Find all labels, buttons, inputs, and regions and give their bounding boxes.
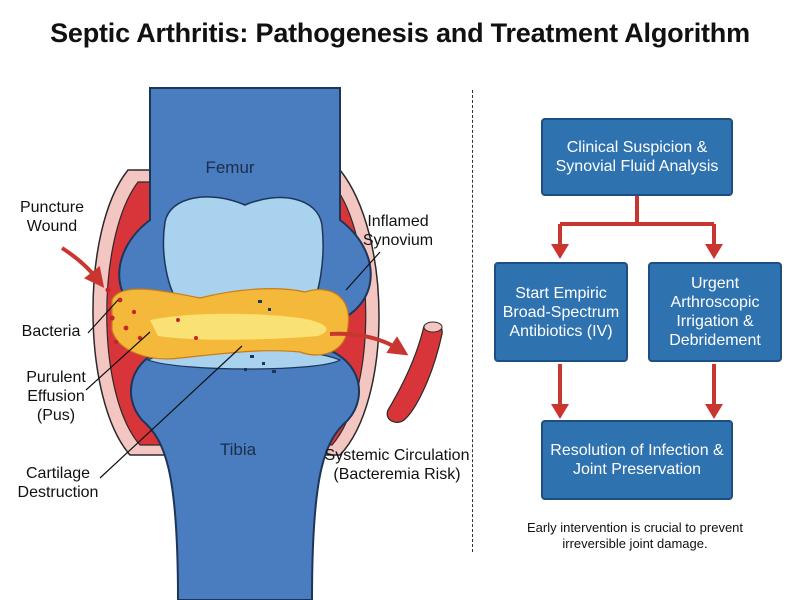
bacteria-dots — [105, 287, 198, 345]
clinical-suspicion-box: Clinical Suspicion & Synovial Fluid Anal… — [541, 118, 733, 196]
cartilage-destruction-label: Cartilage Destruction — [17, 465, 99, 501]
bacteria-label: Bacteria — [21, 323, 81, 340]
leader-bacteria — [87, 299, 119, 334]
puncture-wound-arrow — [60, 246, 105, 288]
puncture-wound-label: Puncture Wound — [19, 199, 85, 235]
page-title: Septic Arthritis: Pathogenesis and Treat… — [50, 18, 750, 48]
pus-highlight — [150, 313, 327, 340]
irrigation-box: Urgent Arthroscopic Irrigation & Debride… — [648, 262, 782, 362]
leader-effusion — [85, 331, 151, 391]
tibia-label: Tibia — [219, 440, 257, 459]
clinical-suspicion-text: Clinical Suspicion & Synovial Fluid Anal… — [555, 139, 719, 175]
resolution-text: Resolution of Infection & Joint Preserva… — [550, 442, 724, 478]
femur-label: Femur — [205, 158, 255, 177]
bacteremia-arrow — [329, 331, 409, 356]
cartilage-fragments — [244, 300, 276, 373]
antibiotics-text: Start Empiric Broad-Spectrum Antibiotics… — [502, 284, 620, 340]
section-divider — [472, 90, 473, 552]
irrigation-text: Urgent Arthroscopic Irrigation & Debride… — [669, 275, 761, 349]
inflamed-synovium-label: Inflamed Synovium — [362, 213, 434, 249]
purulent-effusion-label: Purulent Effusion (Pus) — [26, 369, 86, 424]
early-intervention-note: Early intervention is crucial to prevent… — [526, 520, 744, 551]
leader-cartilage — [99, 345, 243, 479]
antibiotics-box: Start Empiric Broad-Spectrum Antibiotics… — [494, 262, 628, 362]
leader-synovium — [345, 251, 381, 291]
tibia-bone — [129, 344, 361, 600]
resolution-box: Resolution of Infection & Joint Preserva… — [541, 420, 733, 500]
systemic-circulation-label: Systemic Circulation (Bacteremia Risk) — [324, 447, 470, 483]
